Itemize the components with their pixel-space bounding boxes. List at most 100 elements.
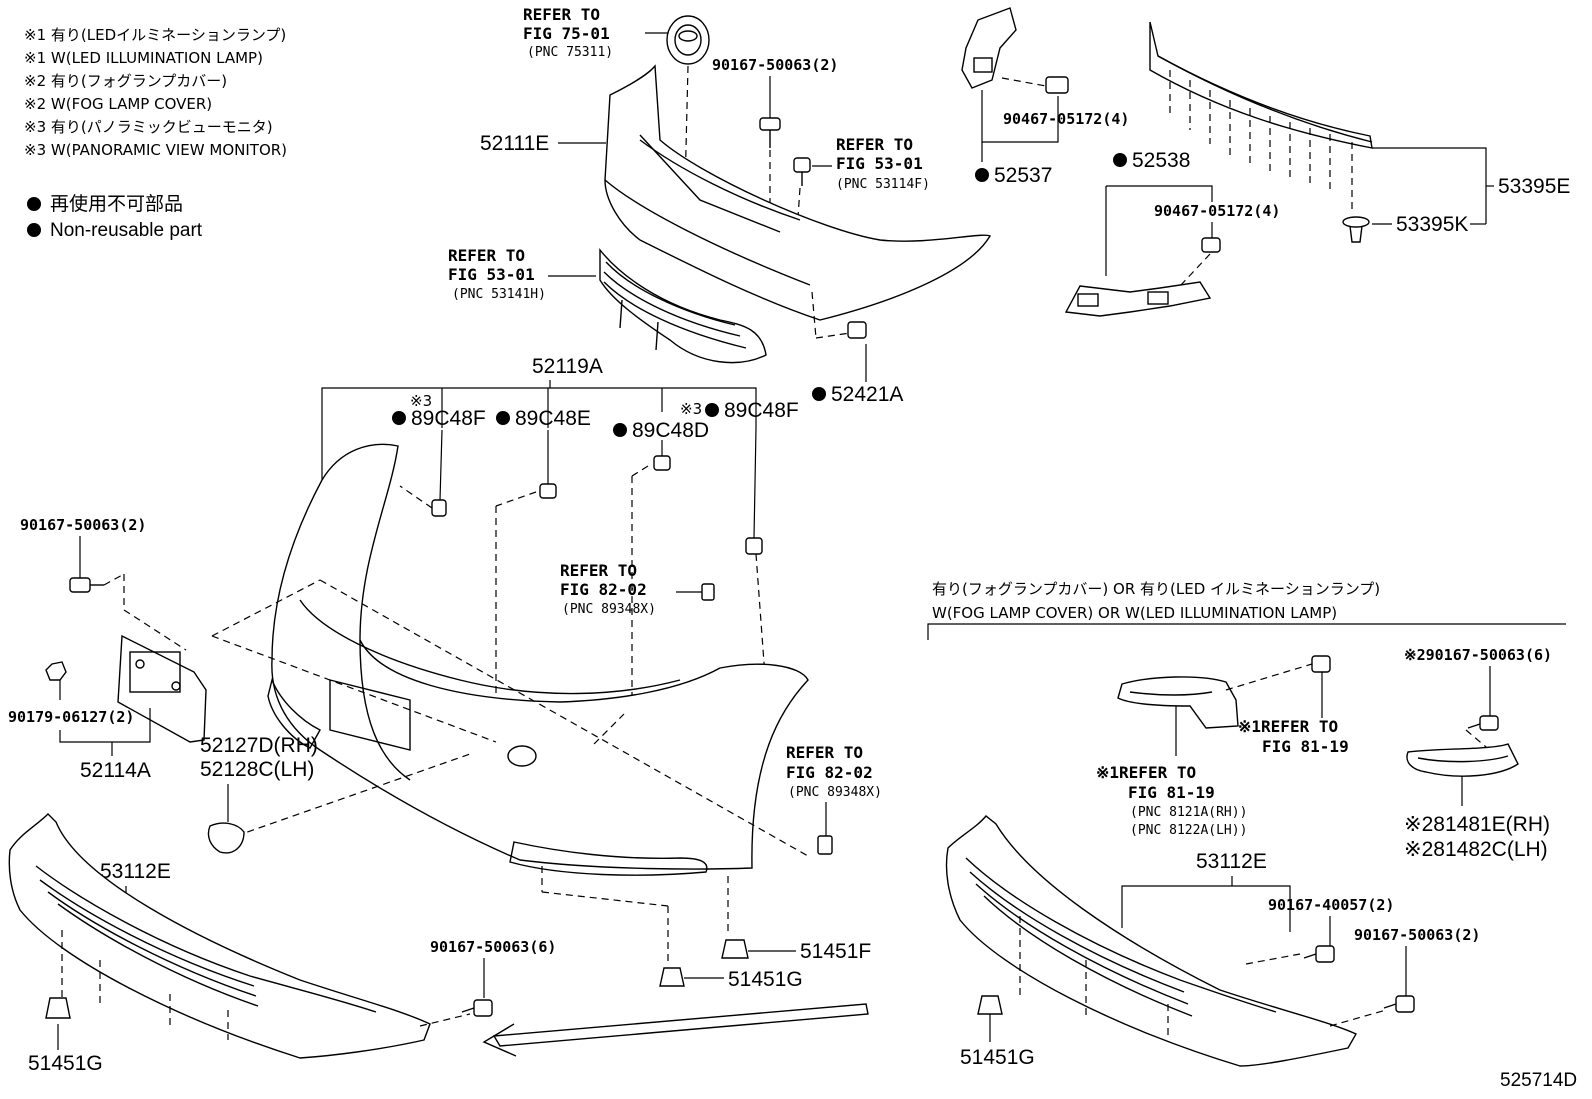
non-reusable-dot-icon (613, 423, 627, 437)
part-number: 90167-50063(2) (712, 56, 838, 74)
bolt-icon (1467, 715, 1499, 731)
non-reusable-dot-icon (1113, 153, 1127, 167)
part-number: 90179-06127(2) (8, 708, 134, 726)
bolt-icon (1303, 945, 1335, 963)
lower-spoiler-part (8, 813, 431, 1059)
part-number: 51451F (800, 940, 871, 963)
legend-en: Non-reusable part (50, 220, 203, 241)
bracket-icon (701, 583, 715, 601)
part-number: 53112E (100, 860, 171, 883)
part-number: 51451G (960, 1046, 1035, 1069)
part-number: 53395K (1396, 213, 1468, 236)
part-number: 53112E (1196, 850, 1267, 873)
bumper-dashes (211, 579, 809, 962)
option-header-jp: 有り(フォグランプカバー) OR 有り(LED イルミネーションランプ) (932, 580, 1380, 598)
bracket-icon (817, 835, 833, 855)
part-number: 90467-05172(4) (1154, 202, 1280, 220)
part-number: 52127D(RH) (200, 734, 318, 757)
notes-block: ※1 有り(LEDイルミネーションランプ) ※1 W(LED ILLUMINAT… (24, 26, 287, 241)
part-number: 51451G (28, 1052, 103, 1075)
refer-to-label: REFER TO (523, 5, 600, 24)
part-number: 90167-50063(2) (1354, 926, 1480, 944)
bracket-52537-part (961, 7, 1017, 89)
part-number: 51451G (728, 968, 803, 991)
bolt-icon (461, 999, 493, 1017)
part-number: 90167-40057(2) (1268, 896, 1394, 914)
clip-icon (977, 995, 1003, 1015)
direction-arrow-icon (482, 1003, 869, 1057)
bracket-52538-part (1064, 281, 1212, 317)
refer-to-label: ※1REFER TO (1238, 717, 1338, 736)
part-number: 52114A (80, 759, 151, 782)
note-2-jp: ※2 有り(フォグランプカバー) (24, 72, 227, 90)
refer-pnc-label: (PNC 89348X) (562, 602, 656, 617)
refer-fig-label: FIG 81-19 (1262, 737, 1349, 756)
fog-lamp-cover-part (1406, 743, 1519, 777)
part-number: 89C48E (515, 407, 591, 430)
part-number: 89C48F (411, 407, 486, 430)
refer-to-label: REFER TO (786, 743, 863, 762)
seal-53395E-part (1149, 21, 1373, 149)
non-reusable-dot-icon (705, 403, 719, 417)
sensor-holder-icon (745, 537, 763, 555)
refer-pnc-label: (PNC 53141H) (452, 287, 546, 302)
non-reusable-dot-icon (812, 387, 826, 401)
upper-cover-part (604, 64, 992, 321)
refer-fig-label: FIG 75-01 (523, 24, 610, 43)
clip-icon (1201, 237, 1221, 253)
note-2-en: ※2 W(FOG LAMP COVER) (24, 95, 212, 113)
clip-icon (793, 157, 811, 186)
option-bracket (927, 623, 1566, 640)
part-number: 89C48F (724, 399, 799, 422)
non-reusable-dot-icon (392, 411, 406, 425)
refer-pnc-label: (PNC 89348X) (788, 785, 882, 800)
refer-pnc-label: (PNC 8121A(RH)) (1130, 805, 1247, 820)
spoiler-dashes (61, 930, 471, 1040)
sensor-holder-icon (539, 483, 557, 499)
retainer-icon (847, 321, 867, 339)
clip-icon (721, 939, 749, 959)
non-reusable-dot-icon (496, 411, 510, 425)
diagram-code: 525714D (1500, 1070, 1577, 1091)
bumper-cover-part (267, 443, 809, 876)
bolt-icon (69, 577, 104, 593)
part-number: 90167-50063(2) (20, 516, 146, 534)
part-number: 52538 (1132, 149, 1190, 172)
tow-hook-cover-part (207, 822, 245, 854)
note-3-jp: ※3 有り(パノラミックビューモニタ) (24, 118, 273, 136)
refer-pnc-label: (PNC 8122A(LH)) (1130, 823, 1247, 838)
refer-fig-label: FIG 82-02 (560, 580, 647, 599)
part-number: ※281482C(LH) (1404, 838, 1548, 861)
part-number: 89C48D (632, 419, 709, 442)
led-lamp-part (1117, 676, 1239, 729)
refer-to-label: REFER TO (448, 246, 525, 265)
refer-fig-label: FIG 53-01 (836, 154, 923, 173)
part-number: 53395E (1498, 175, 1570, 198)
refer-fig-label: FIG 81-19 (1128, 783, 1215, 802)
refer-fig-label: FIG 82-02 (786, 763, 873, 782)
part-number: 90467-05172(4) (1003, 110, 1129, 128)
clip-icon (659, 967, 685, 987)
note-1-jp: ※1 有り(LEDイルミネーションランプ) (24, 26, 286, 44)
sensor-holder-icon (431, 499, 447, 517)
part-number: 52111E (480, 132, 549, 155)
refer-to-label: ※1REFER TO (1096, 763, 1196, 782)
option-header-en: W(FOG LAMP COVER) OR W(LED ILLUMINATION … (932, 604, 1337, 622)
bolt-icon (1311, 655, 1331, 673)
note-3-en: ※3 W(PANORAMIC VIEW MONITOR) (24, 141, 287, 159)
license-bracket-part (117, 634, 207, 743)
part-number: ※281481E(RH) (1404, 813, 1550, 836)
part-number: 52119A (532, 355, 603, 378)
bolt-icon (1383, 995, 1415, 1013)
refer-pnc-label: (PNC 75311) (527, 45, 613, 60)
part-number: ※290167-50063(6) (1404, 646, 1552, 664)
part-number: 90167-50063(6) (430, 938, 556, 956)
emblem-icon (666, 15, 710, 65)
grille-part (599, 248, 767, 364)
non-reusable-dot-icon (975, 168, 989, 182)
spoiler-right-dashes (1019, 916, 1387, 1040)
legend-jp: 再使用不可部品 (50, 193, 183, 215)
lower-spoiler-right-part (945, 815, 1357, 1067)
legend-dot-icon (27, 197, 41, 211)
